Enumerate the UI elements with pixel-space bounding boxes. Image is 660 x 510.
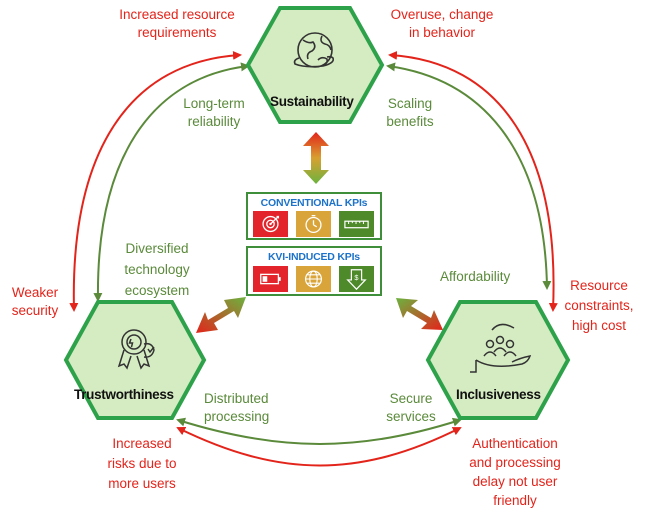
label-line: Long-term — [183, 96, 245, 111]
label-line: security — [11, 303, 59, 318]
label-line: friendly — [493, 493, 537, 508]
kvi-induced-kpis-box: KVI-INDUCED KPIs $ — [246, 246, 382, 296]
hexagon-sustainability — [245, 6, 385, 124]
hexagon-title-inclusiveness: Inclusiveness — [456, 387, 541, 402]
globe-icon — [293, 32, 335, 68]
label-line: ecosystem — [124, 283, 190, 298]
label-line: Authentication — [472, 436, 558, 451]
label-line: Distributed — [204, 391, 269, 406]
double-arrow-top — [303, 132, 329, 184]
green-arrow-bottom — [176, 417, 462, 445]
ruler-icon — [338, 210, 375, 238]
hexagon-title-sustainability: Sustainability — [270, 94, 354, 109]
label-line: services — [386, 409, 436, 424]
label-line: and processing — [469, 455, 561, 470]
label-line: Diversified — [125, 241, 189, 256]
label-line: more users — [108, 476, 176, 491]
money-down-icon: $ — [338, 265, 375, 293]
label-line: high cost — [571, 318, 627, 333]
conventional-kpis-box: CONVENTIONAL KPIs — [246, 192, 382, 240]
award-ribbon-icon — [117, 329, 155, 370]
web-globe-icon — [295, 265, 332, 293]
label-line: Overuse, change — [390, 7, 494, 22]
label-line: technology — [124, 262, 190, 277]
label-increased-risks: Increased risks due to more users — [94, 434, 190, 494]
label-line: Resource — [570, 278, 628, 293]
red-arrow-bottom — [176, 427, 462, 467]
label-authentication-delay: Authentication and processing delay not … — [454, 434, 576, 510]
kvi-induced-kpis-title: KVI-INDUCED KPIs — [268, 251, 360, 263]
target-icon — [252, 210, 289, 238]
label-line: Increased resource — [119, 7, 235, 22]
label-distributed-processing: Distributed processing — [204, 390, 269, 426]
svg-text:$: $ — [354, 273, 358, 282]
label-line: Weaker — [11, 285, 59, 300]
label-line: in behavior — [408, 25, 476, 40]
label-increased-resource-requirements: Increased resource requirements — [110, 6, 244, 42]
label-overuse-change-behavior: Overuse, change in behavior — [382, 6, 502, 42]
label-secure-services: Secure services — [376, 390, 446, 426]
battery-icon — [252, 265, 289, 293]
label-line: delay not user — [472, 474, 558, 489]
label-line: risks due to — [107, 456, 177, 471]
label-line: requirements — [137, 25, 217, 40]
label-diversified-technology-ecosystem: Diversified technology ecosystem — [112, 238, 202, 301]
hexagon-trustworthiness — [63, 300, 207, 420]
label-line: Increased — [112, 436, 172, 451]
label-line: Scaling — [387, 96, 433, 111]
hexagon-inclusiveness — [425, 300, 571, 420]
label-affordability: Affordability — [440, 269, 511, 284]
label-weaker-security: Weaker security — [8, 284, 62, 320]
stopwatch-icon — [295, 210, 332, 238]
label-resource-constraints-high-cost: Resource constraints, high cost — [556, 276, 642, 336]
label-line: processing — [204, 409, 270, 424]
label-line: benefits — [386, 114, 434, 129]
hexagon-title-trustworthiness: Trustworthiness — [74, 387, 174, 402]
green-arrow-top-right — [386, 62, 552, 290]
conventional-kpis-title: CONVENTIONAL KPIs — [260, 197, 368, 209]
double-arrow-left — [196, 297, 246, 333]
hand-people-icon — [470, 323, 532, 373]
green-arrow-top-left — [93, 62, 250, 302]
label-line: reliability — [187, 114, 241, 129]
label-scaling-benefits: Scaling benefits — [374, 95, 446, 131]
label-line: Secure — [389, 391, 433, 406]
double-arrow-right — [396, 298, 443, 330]
label-line: constraints, — [564, 298, 634, 313]
label-long-term-reliability: Long-term reliability — [174, 95, 254, 131]
